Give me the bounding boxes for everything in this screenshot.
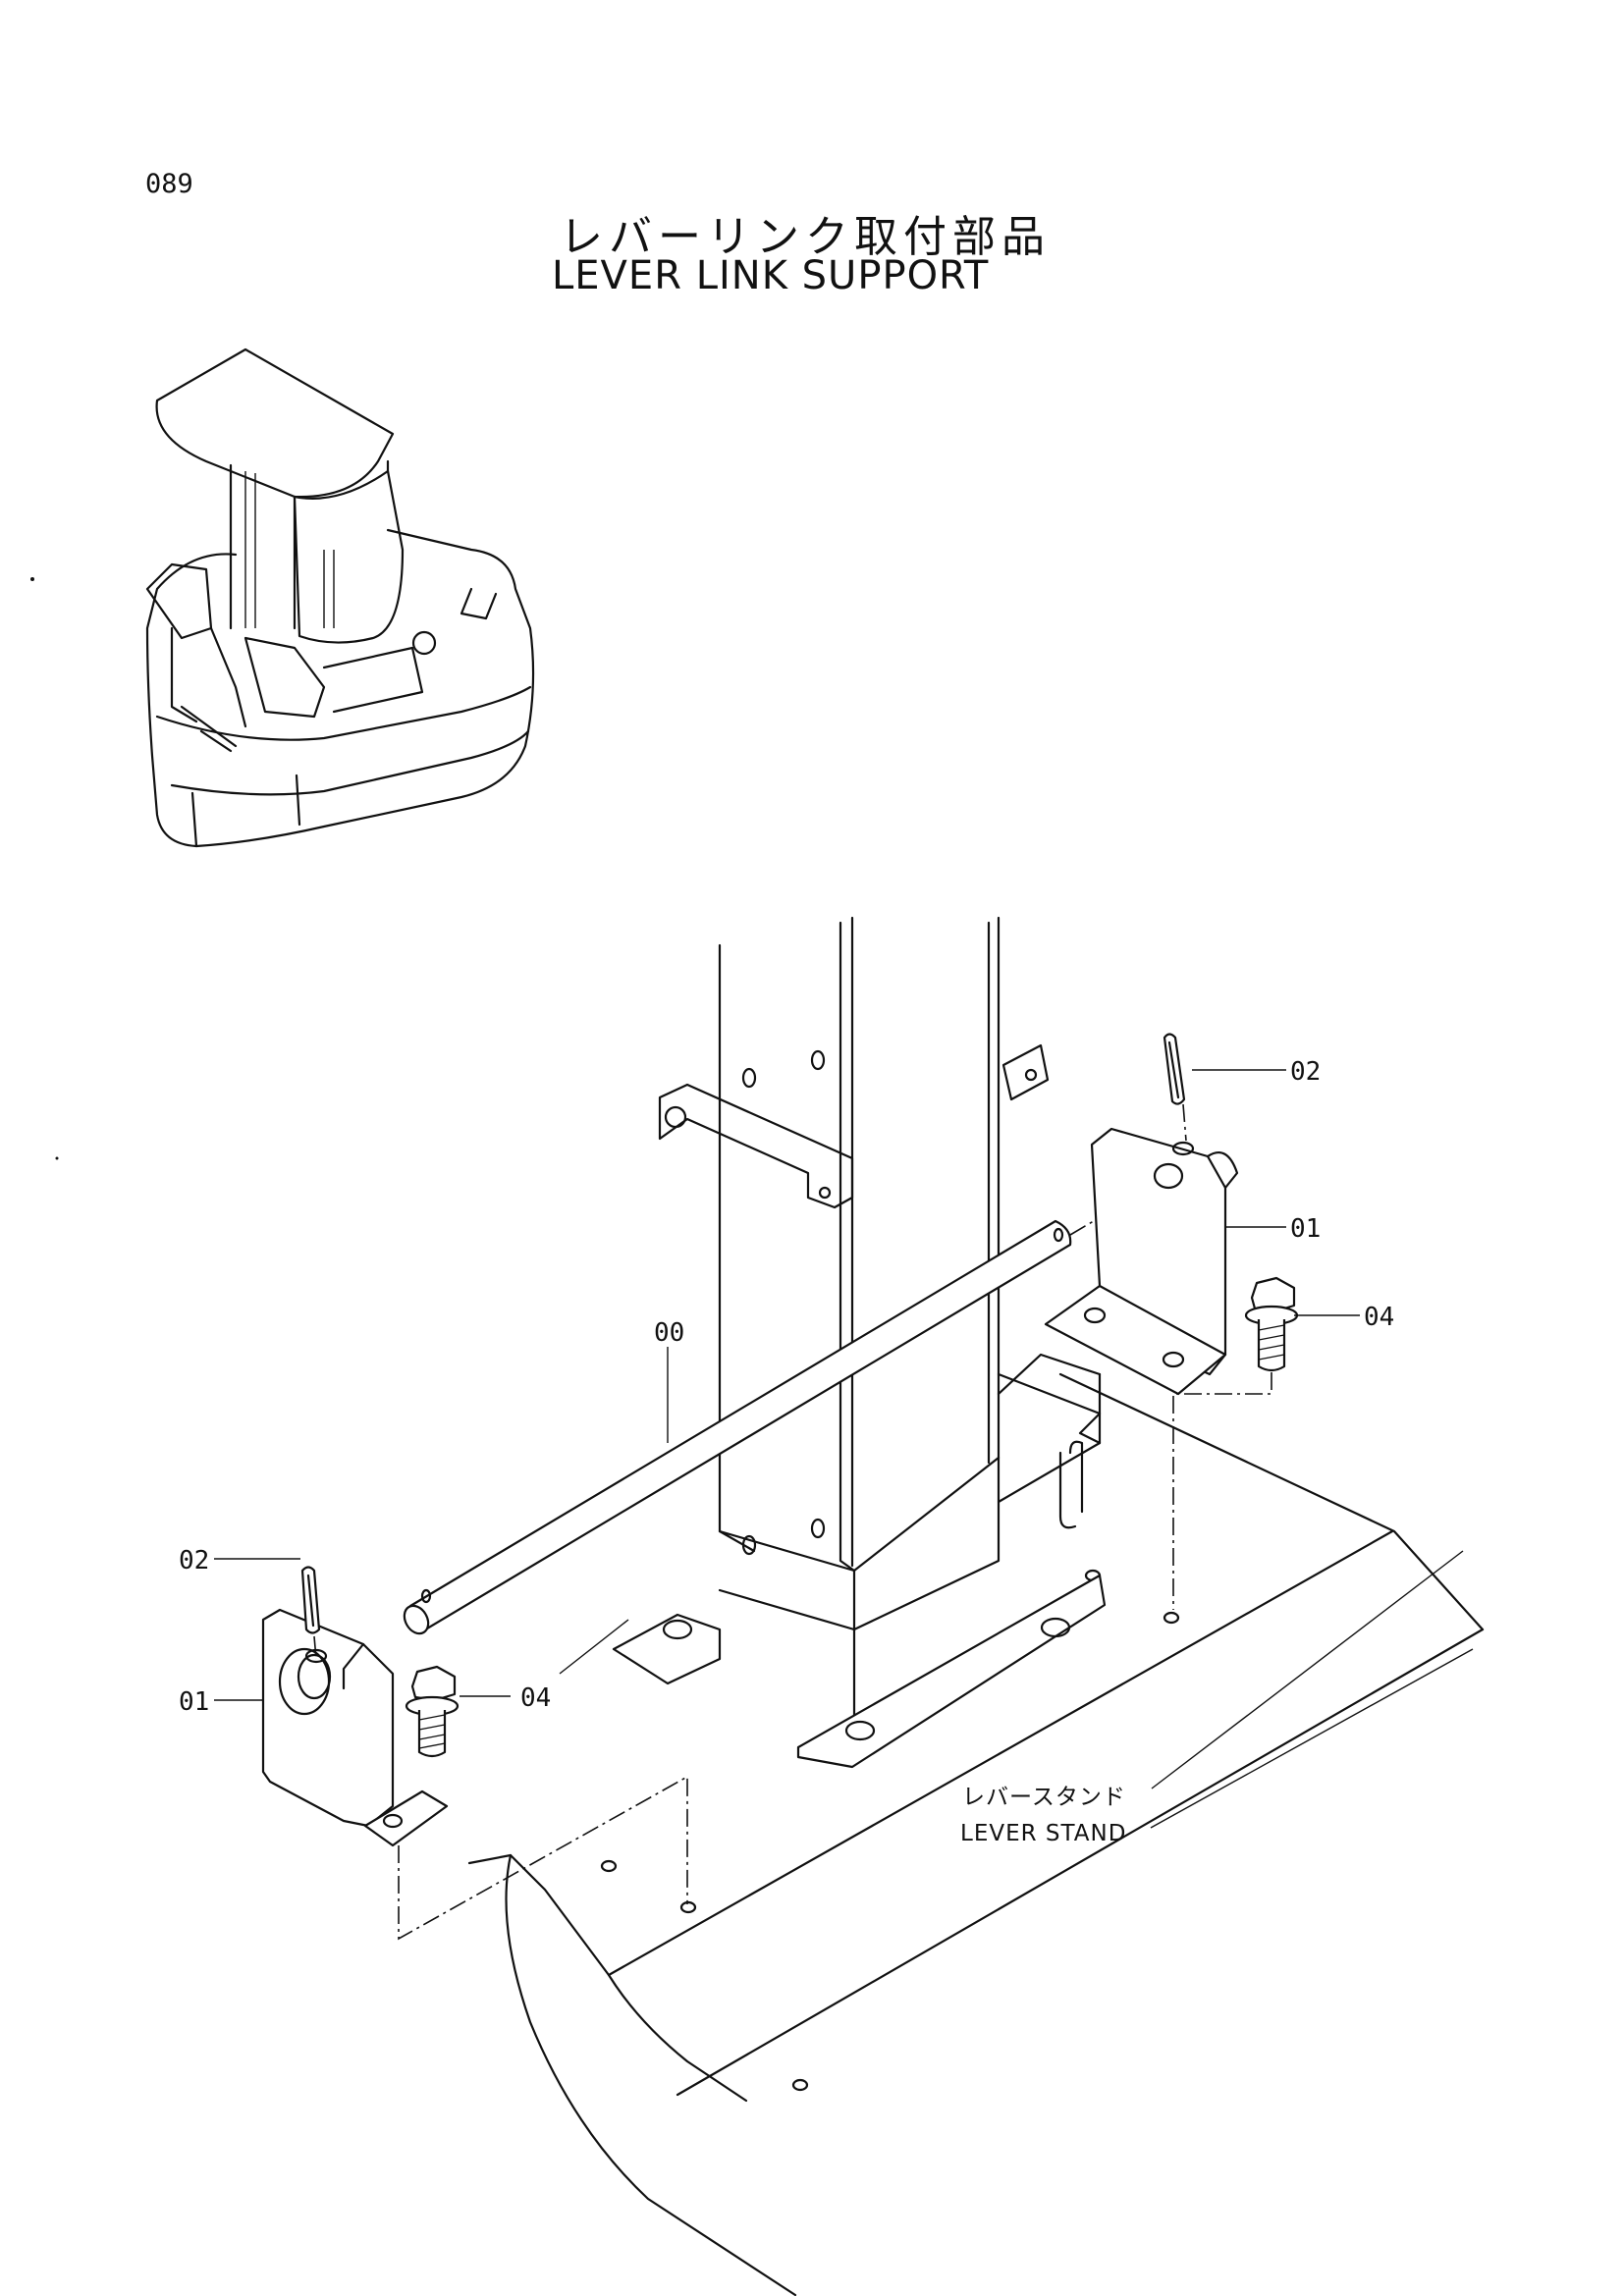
bracket-left [261,1608,449,1847]
flange-bolt-left [405,1665,460,1758]
callout-bracket-right: 01 [1290,1214,1321,1244]
lever-stand-column [612,916,1107,1769]
leader-lines [214,1069,1474,1829]
annotation-lever-stand-jp: レバースタンド [962,1785,1126,1810]
callout-shaft: 00 [654,1318,684,1348]
title-japanese: レバーリンク取付部品 [560,212,1051,262]
callout-bolt-right: 04 [1364,1303,1394,1332]
title-english: LEVER LINK SUPPORT [552,253,990,298]
callout-bracket-left: 01 [179,1687,209,1717]
flange-bolt-right [1172,1276,1299,1610]
callout-pin-left: 02 [179,1546,209,1575]
callout-bolt-left: 04 [520,1683,551,1713]
stray-mark [55,1156,59,1160]
callout-pin-right: 02 [1290,1057,1321,1087]
annotation-lever-stand-en: LEVER STAND [960,1821,1126,1846]
stray-mark [30,577,34,581]
lever-shaft [403,1182,1160,1635]
assembly-line-left [398,1775,688,1941]
spring-pin-left [300,1566,321,1660]
bracket-right [1044,1127,1239,1396]
machine-overview-sketch [145,347,535,848]
spring-pin-right [1163,1033,1187,1142]
page-number: 089 [145,169,193,199]
